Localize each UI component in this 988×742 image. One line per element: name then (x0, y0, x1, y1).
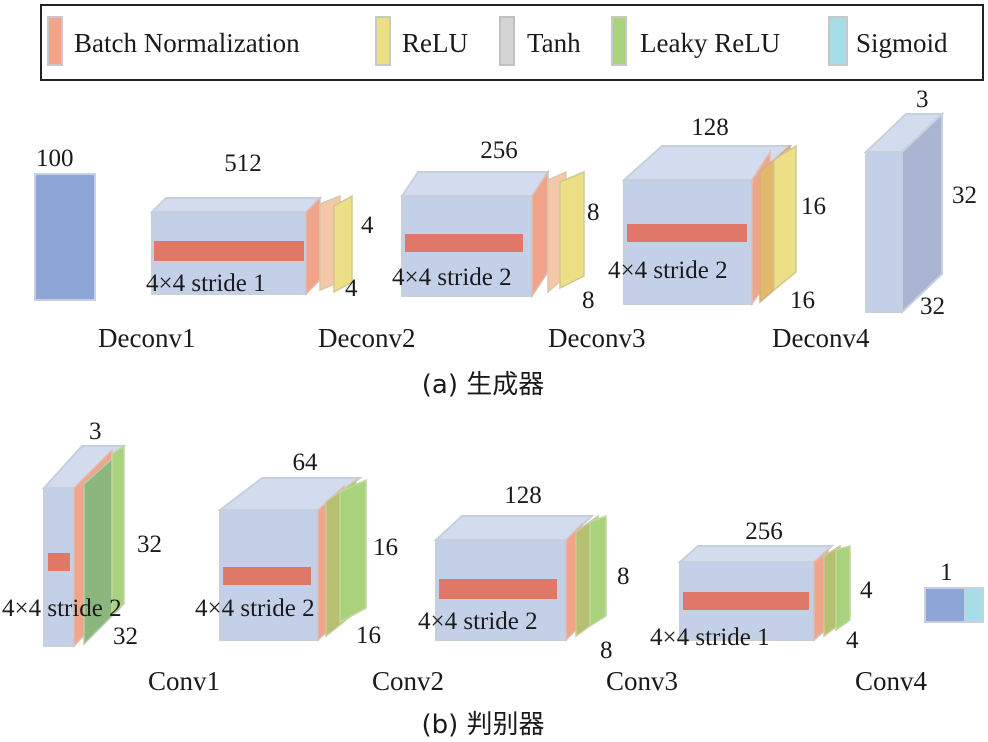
legend-item-leaky-relu: Leaky ReLU (611, 16, 780, 66)
legend-label-sigmoid: Sigmoid (856, 28, 948, 58)
conv4-block: 256 4 4 4×4 stride 1 Conv4 (650, 518, 928, 696)
deconv1-top-face (149, 197, 323, 213)
conv2-kernel-bar (223, 567, 311, 585)
legend-swatch-tanh (499, 16, 515, 66)
legend-swatch-leaky-relu (611, 16, 627, 66)
deconv3-kernel-bar (627, 224, 747, 242)
conv4-leaky-side (835, 545, 851, 632)
deconv2-channels: 256 (480, 137, 518, 164)
deconv1-w: 4 (345, 275, 358, 302)
legend-item-tanh: Tanh (499, 16, 581, 66)
output-dim-label: 1 (940, 559, 953, 586)
deconv4-channels: 3 (916, 86, 929, 113)
generator-input-vector: 100 (34, 145, 96, 301)
deconv1-kernel-label: 4×4 stride 1 (146, 270, 266, 297)
conv2-h: 16 (373, 534, 398, 561)
deconv4-h: 32 (952, 182, 977, 209)
deconv4-tanh-slab (901, 111, 943, 315)
conv1-channels: 3 (89, 418, 102, 445)
legend-label-batch-norm: Batch Normalization (74, 28, 300, 58)
deconv3-block: 128 16 16 4×4 stride 2 Deconv3 (548, 114, 826, 353)
conv1-h: 32 (137, 531, 162, 558)
input-vector-block (34, 173, 96, 301)
legend-label-tanh: Tanh (527, 28, 581, 58)
conv3-leaky-side (589, 514, 607, 628)
conv4-kernel-bar (683, 592, 809, 610)
input-dim-label: 100 (36, 145, 74, 172)
legend-swatch-relu (375, 16, 391, 66)
deconv3-w: 16 (790, 287, 815, 314)
deconv2-kernel-bar (405, 234, 523, 252)
conv3-kernel-label: 4×4 stride 2 (418, 608, 538, 635)
conv3-w: 8 (600, 637, 613, 664)
discriminator-caption: (b) 判别器 (421, 710, 544, 740)
deconv1-block: 512 4 4 4×4 stride 1 Deconv1 (98, 150, 374, 353)
deconv1-bn-slab (305, 196, 321, 296)
discriminator-output: 1 (924, 559, 984, 623)
conv4-kernel-label: 4×4 stride 1 (650, 624, 770, 651)
conv4-top-face (677, 545, 835, 563)
legend-item-batch-norm: Batch Normalization (47, 16, 300, 66)
conv4-h: 4 (860, 577, 873, 604)
conv2-block: 64 16 16 4×4 stride 2 Conv2 (195, 449, 444, 696)
conv1-w: 32 (113, 623, 138, 650)
deconv3-name: Deconv3 (548, 323, 645, 353)
deconv1-h: 4 (361, 212, 374, 239)
conv3-channels: 128 (504, 482, 542, 509)
deconv2-relu-slab (559, 170, 585, 290)
conv2-leaky-side (339, 478, 367, 624)
legend-item-sigmoid: Sigmoid (828, 16, 948, 66)
deconv4-w: 32 (920, 293, 945, 320)
deconv2-name: Deconv2 (318, 323, 415, 353)
deconv2-block: 256 8 8 4×4 stride 2 Deconv2 (318, 137, 600, 353)
conv3-h: 8 (617, 563, 630, 590)
deconv2-kernel-label: 4×4 stride 2 (392, 264, 512, 291)
conv3-block: 128 8 8 4×4 stride 2 Conv3 (418, 482, 678, 696)
deconv2-top-face (400, 171, 550, 197)
discriminator: 3 32 32 4×4 stride 2 Conv1 64 16 16 4×4 … (2, 418, 984, 740)
conv3-name: Conv3 (606, 666, 678, 696)
legend-swatch-sigmoid (828, 16, 848, 66)
legend-label-relu: ReLU (402, 28, 468, 58)
conv4-channels: 256 (745, 518, 783, 545)
generator-caption: (a) 生成器 (422, 370, 545, 400)
deconv3-relu-side (773, 144, 797, 292)
conv1-kernel-bar (48, 553, 70, 571)
deconv4-block: 3 32 32 Deconv4 (772, 86, 977, 353)
deconv2-h: 8 (587, 199, 600, 226)
legend-item-relu: ReLU (375, 16, 468, 66)
deconv1-name: Deconv1 (98, 323, 195, 353)
conv3-kernel-bar (439, 579, 557, 599)
output-sigmoid-block (964, 587, 984, 623)
conv2-channels: 64 (293, 449, 319, 476)
conv2-name: Conv2 (372, 666, 444, 696)
conv1-block: 3 32 32 4×4 stride 2 Conv1 (2, 418, 220, 696)
deconv4-name: Deconv4 (772, 323, 870, 353)
generator: 100 512 4 4 4×4 stride 1 Deconv1 256 8 (34, 86, 977, 400)
deconv1-kernel-bar (154, 241, 304, 261)
deconv3-h: 16 (801, 193, 826, 220)
conv1-name: Conv1 (148, 666, 220, 696)
conv4-w: 4 (846, 627, 859, 654)
deconv3-kernel-label: 4×4 stride 2 (608, 257, 728, 284)
conv2-kernel-label: 4×4 stride 2 (195, 595, 315, 622)
deconv2-w: 8 (582, 287, 595, 314)
legend-swatch-batch-norm (47, 16, 63, 66)
conv2-w: 16 (356, 622, 381, 649)
conv1-leaky-side (111, 444, 125, 614)
legend: Batch Normalization ReLU Tanh Leaky ReLU… (40, 4, 984, 81)
deconv3-channels: 128 (691, 114, 729, 141)
deconv1-channels: 512 (224, 150, 262, 177)
legend-label-leaky-relu: Leaky ReLU (640, 28, 780, 58)
conv1-kernel-label: 4×4 stride 2 (2, 595, 122, 622)
deconv4-front-face (865, 151, 903, 313)
deconv1-relu-slab (333, 194, 353, 294)
conv4-name: Conv4 (855, 666, 928, 696)
output-vector-block (924, 587, 966, 623)
